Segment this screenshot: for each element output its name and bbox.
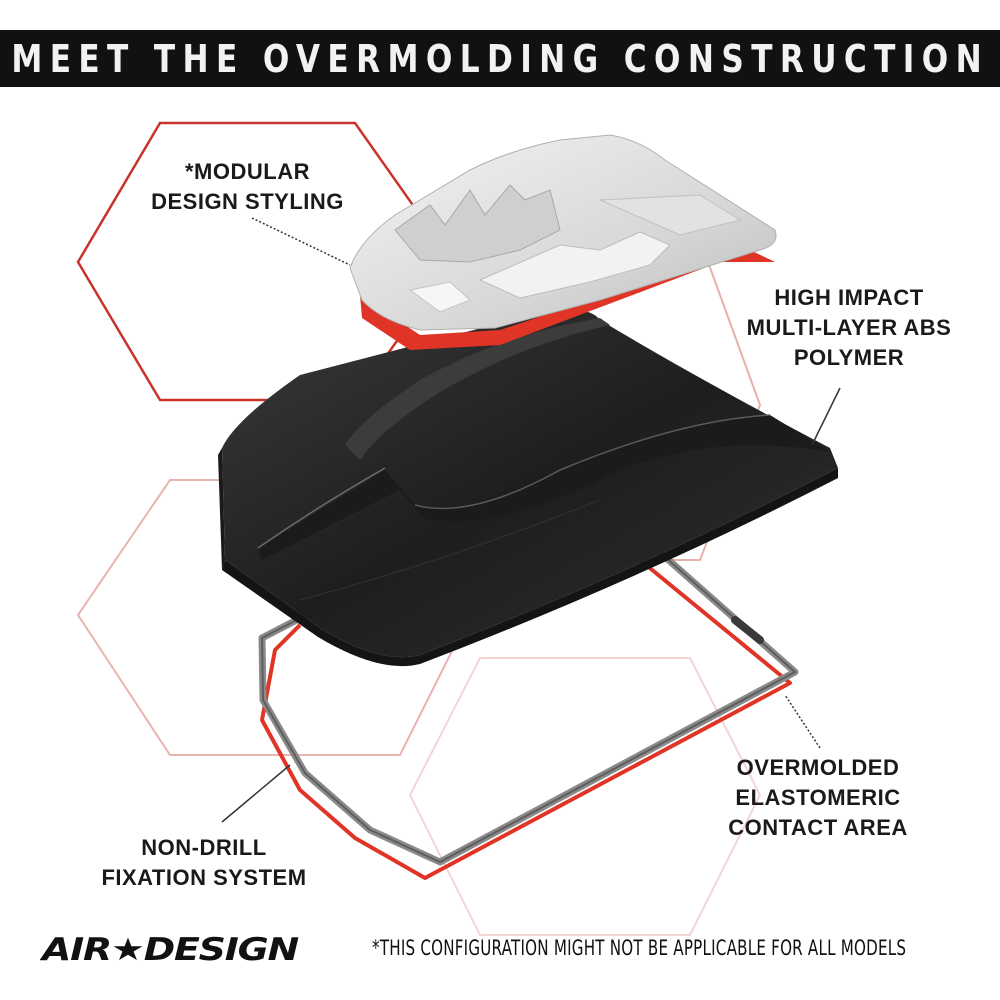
callout-abs-line2: MULTI-LAYER ABS [746,315,952,340]
brand-logo-text: AIR★DESIGN [40,932,299,966]
callout-abs-line3: POLYMER [793,345,905,370]
callout-elastomeric-contact: OVERMOLDED ELASTOMERIC CONTACT AREA [712,753,924,843]
leader-fixation [221,764,291,823]
callout-modular-line1: *MODULAR [185,159,310,184]
modular-insert [349,134,777,331]
callout-elastomeric-line3: CONTACT AREA [728,815,908,840]
hood-body [222,309,838,658]
callout-abs-line1: HIGH IMPACT [774,285,924,310]
callout-fixation-line2: FIXATION SYSTEM [101,865,307,890]
brand-logo: AIR★DESIGN [40,932,300,966]
leader-modular [251,217,351,266]
callout-modular-line2: DESIGN STYLING [151,189,344,214]
page-title: MEET THE OVERMOLDING CONSTRUCTION [11,36,989,81]
callout-fixation-line1: NON-DRILL [141,835,267,860]
gasket-red-frame [260,558,792,880]
callout-modular-design: *MODULAR DESIGN STYLING [135,157,360,217]
callout-abs-polymer: HIGH IMPACT MULTI-LAYER ABS POLYMER [728,283,970,373]
callout-elastomeric-line2: ELASTOMERIC [735,785,901,810]
disclaimer-footnote: *THIS CONFIGURATION MIGHT NOT BE APPLICA… [372,936,907,960]
callout-elastomeric-line1: OVERMOLDED [736,755,900,780]
callout-fixation-system: NON-DRILL FIXATION SYSTEM [82,833,326,893]
hexagon-outline-bottom-right [408,657,762,936]
leader-abs [811,387,841,446]
leader-elastomeric [784,694,821,749]
header-bar: MEET THE OVERMOLDING CONSTRUCTION [0,30,1000,87]
